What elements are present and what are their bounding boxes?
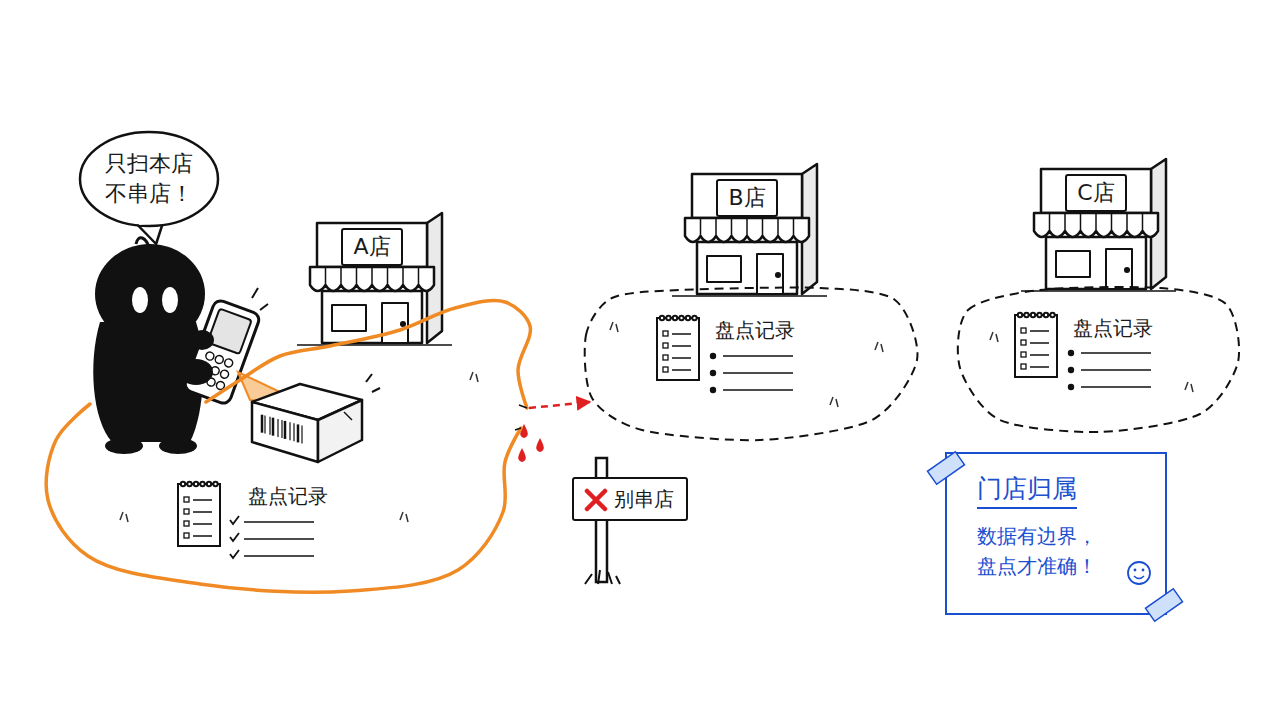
zone-outline (582, 240, 922, 445)
zone-outline (952, 270, 1244, 438)
store-sign: B店 (716, 179, 777, 218)
leak-arrow (529, 402, 590, 408)
store-zone: 盘点记录 (45, 300, 527, 595)
store-zone: 盘点记录 (582, 240, 922, 445)
grass-ticks (120, 322, 1193, 522)
warning-sign: 别串店 (572, 477, 688, 521)
speech-bubble: 只扫本店 不串店！ (78, 130, 220, 228)
store-zone: 盘点记录 (952, 270, 1244, 438)
store-sign: A店 (341, 228, 402, 267)
store-building (297, 213, 452, 345)
cross-mark (583, 487, 609, 513)
store-building (1021, 159, 1176, 291)
store-sign: C店 (1065, 174, 1126, 213)
scanner-character (93, 238, 268, 454)
parcel-box (252, 374, 380, 462)
store-building (672, 164, 827, 296)
zone-outline (45, 300, 527, 595)
sticky-note: 门店归属数据有边界， 盘点才准确！ (945, 452, 1167, 615)
leak-drops (518, 424, 544, 462)
